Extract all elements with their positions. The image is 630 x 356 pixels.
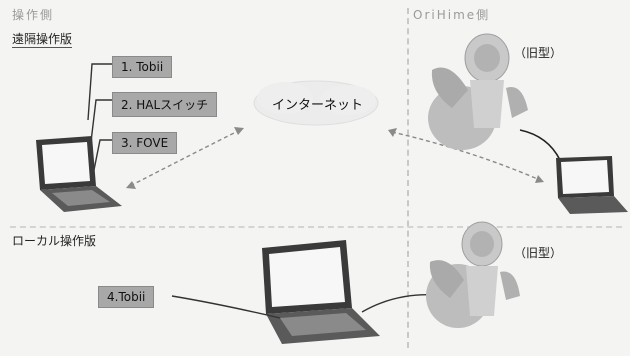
device-tag-local-tobii: 4.Tobii <box>98 286 155 308</box>
robot-note-remote: （旧型） <box>514 46 563 60</box>
orihime-side-heading: OriHime側 <box>413 8 491 22</box>
device-tag-tobii: 1. Tobii <box>112 56 173 78</box>
remote-version-label: 遠隔操作版 <box>12 32 73 48</box>
orihime-laptop-icon <box>556 156 628 214</box>
connection-arrows <box>129 129 541 187</box>
remote-robot-cable <box>519 129 561 161</box>
vertical-divider <box>407 8 409 348</box>
remote-device-connectors <box>87 63 112 181</box>
device-tag-fove: 3. FOVE <box>112 132 178 154</box>
horizontal-divider <box>10 226 622 228</box>
device-tag-hal-switch: 2. HALスイッチ <box>112 92 218 117</box>
robot-note-local: （旧型） <box>514 246 563 260</box>
remote-robot-icon <box>428 33 528 150</box>
local-robot-icon <box>426 221 520 328</box>
local-version-label: ローカル操作版 <box>12 234 97 248</box>
internet-cloud-icon <box>253 80 379 126</box>
local-device-connector <box>171 295 281 319</box>
local-laptop-icon <box>262 240 380 344</box>
operator-side-heading: 操作側 <box>12 8 55 22</box>
arrow-heads <box>126 127 544 189</box>
remote-laptop-icon <box>36 136 122 212</box>
internet-label: インターネット <box>272 98 364 113</box>
